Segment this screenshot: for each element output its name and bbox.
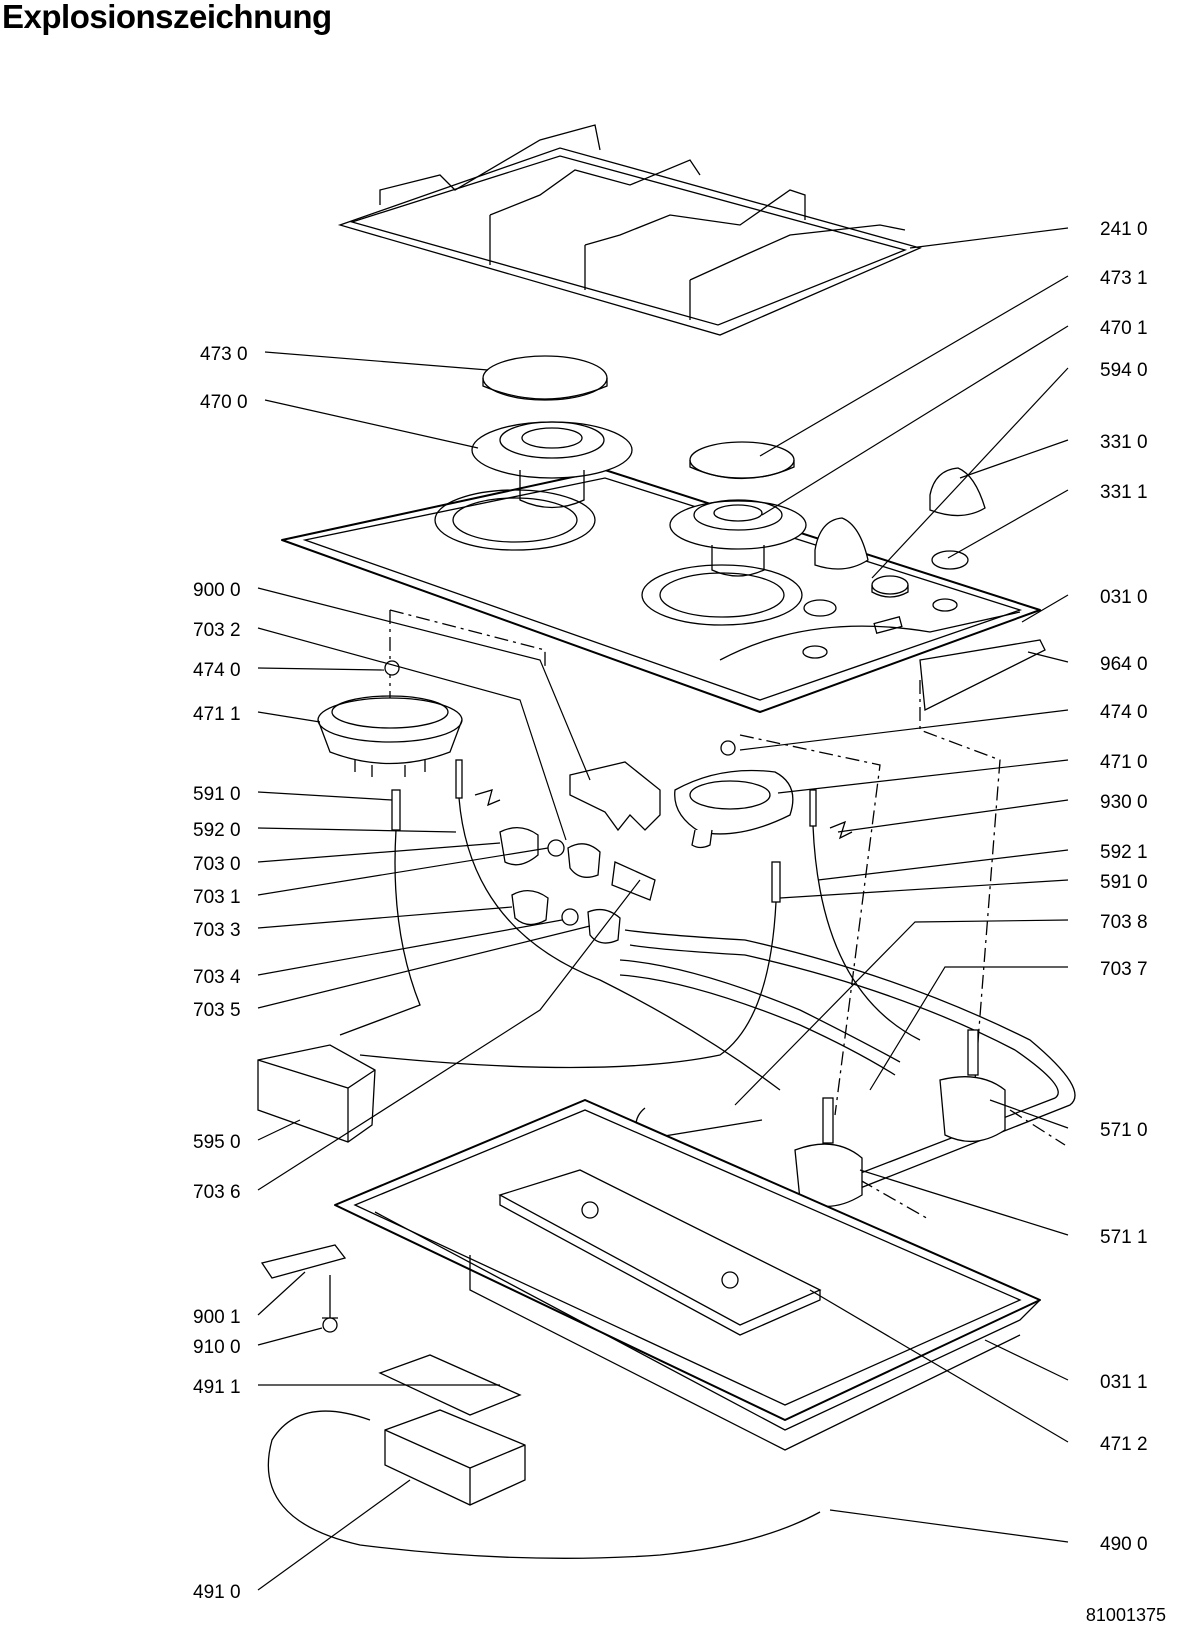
label-471-0: 471 0 — [1100, 752, 1148, 773]
control-knob-left — [803, 517, 869, 617]
label-571-1: 571 1 — [1100, 1227, 1148, 1248]
label-470-1: 470 1 — [1100, 318, 1148, 339]
label-900-0: 900 0 — [193, 580, 241, 601]
label-473-1: 473 1 — [1100, 268, 1148, 289]
gasket-seal — [919, 639, 1046, 712]
label-491-0: 491 0 — [193, 1582, 241, 1603]
label-703-7: 703 7 — [1100, 959, 1148, 980]
document-number: 81001375 — [1085, 1605, 1166, 1625]
label-471-2: 471 2 — [1100, 1434, 1148, 1455]
label-703-2: 703 2 — [193, 620, 241, 641]
label-910-0: 910 0 — [193, 1337, 241, 1358]
control-knob-right — [929, 467, 986, 570]
burner-head-small — [669, 499, 807, 577]
cross-support-plate — [498, 1169, 822, 1336]
burner-housing-right — [674, 740, 794, 849]
label-331-0: 331 0 — [1100, 432, 1148, 453]
label-964-0: 964 0 — [1100, 654, 1148, 675]
page-title: Explosionszeichnung — [2, 0, 332, 35]
label-490-0: 490 0 — [1100, 1534, 1148, 1555]
label-594-0: 594 0 — [1100, 360, 1148, 381]
label-591-0-right: 591 0 — [1100, 872, 1148, 893]
mounting-bracket — [569, 761, 661, 832]
label-470-0: 470 0 — [200, 392, 248, 413]
leader-lines — [257, 227, 1069, 1591]
label-930-0: 930 0 — [1100, 792, 1148, 813]
label-571-0: 571 0 — [1100, 1120, 1148, 1141]
label-241-0: 241 0 — [1100, 219, 1148, 240]
burner-head-large — [471, 421, 633, 509]
clip-and-screw — [260, 1244, 347, 1333]
label-491-1: 491 1 — [193, 1377, 241, 1398]
part-labels: 241 0 473 1 470 1 594 0 331 0 331 1 031 … — [193, 219, 1148, 1603]
terminal-block — [384, 1409, 526, 1506]
top-plate — [281, 469, 1041, 713]
label-031-1: 031 1 — [1100, 1372, 1148, 1393]
label-595-0: 595 0 — [193, 1132, 241, 1153]
gas-fittings — [499, 827, 656, 944]
ignition-button — [871, 575, 909, 598]
label-703-0: 703 0 — [193, 854, 241, 875]
label-331-1: 331 1 — [1100, 482, 1148, 503]
burner-cap-large — [482, 355, 608, 401]
ignition-generator-box — [257, 1044, 376, 1143]
burner-housing-left — [317, 660, 463, 777]
burner-cap-small — [689, 441, 795, 480]
label-592-1: 592 1 — [1100, 842, 1148, 863]
label-703-5: 703 5 — [193, 1000, 241, 1021]
label-592-0: 592 0 — [193, 820, 241, 841]
label-900-1: 900 1 — [193, 1307, 241, 1328]
label-703-3: 703 3 — [193, 920, 241, 941]
label-703-4: 703 4 — [193, 967, 241, 988]
label-474-0-left: 474 0 — [193, 660, 241, 681]
label-031-0: 031 0 — [1100, 587, 1148, 608]
label-703-8: 703 8 — [1100, 912, 1148, 933]
gas-valve-left — [794, 1097, 863, 1208]
thermocouples-electrodes — [339, 759, 921, 1091]
label-474-0-right: 474 0 — [1100, 702, 1148, 723]
label-471-1: 471 1 — [193, 704, 241, 725]
label-703-6: 703 6 — [193, 1182, 241, 1203]
mains-cable — [267, 1410, 821, 1559]
pan-support-grid — [337, 124, 922, 336]
label-703-1: 703 1 — [193, 887, 241, 908]
gas-valve-right — [939, 1029, 1006, 1143]
label-473-0: 473 0 — [200, 344, 248, 365]
label-591-0-left: 591 0 — [193, 784, 241, 805]
